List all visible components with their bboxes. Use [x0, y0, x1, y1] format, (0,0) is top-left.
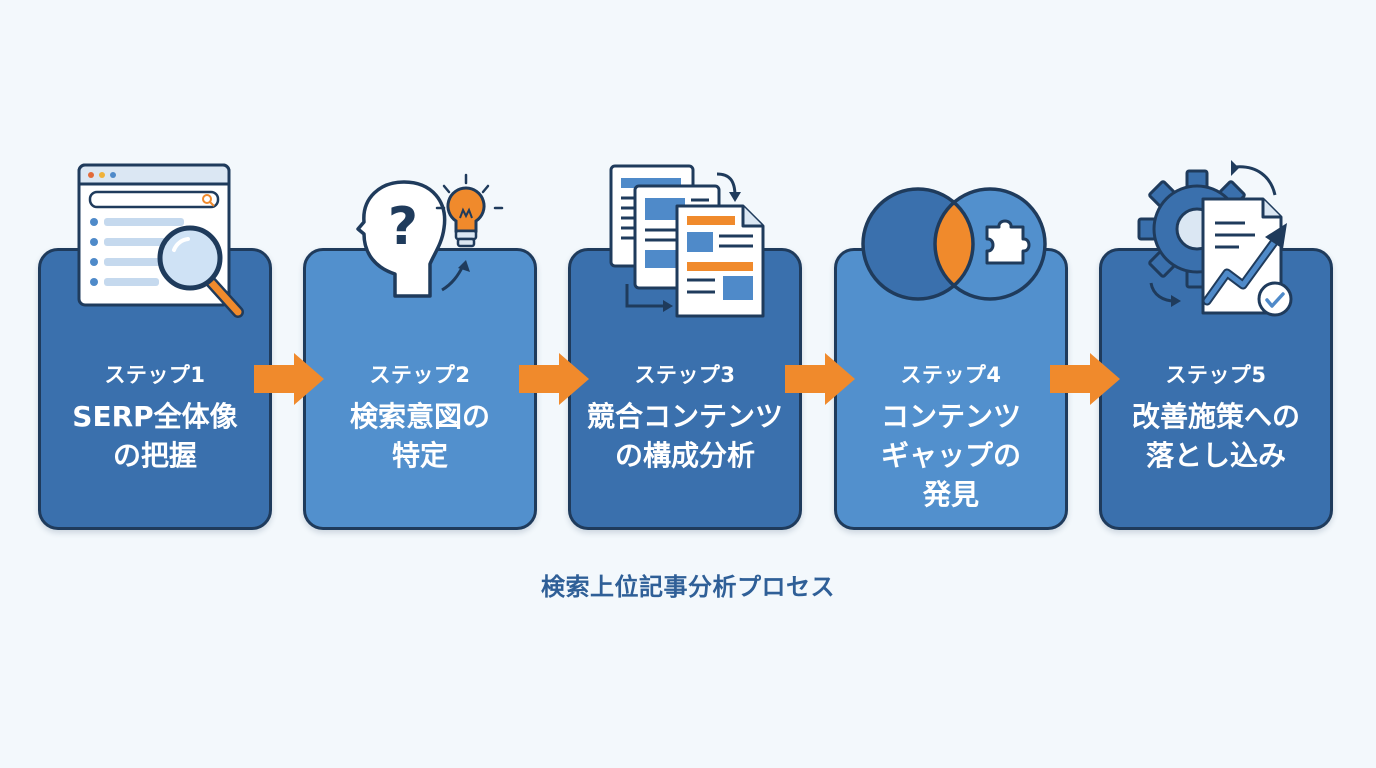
svg-text:?: ? [388, 197, 418, 257]
step-title: 検索意図の 特定 [349, 400, 490, 472]
step-title: 競合コンテンツ の構成分析 [586, 400, 783, 472]
venn-puzzle-icon [861, 187, 1047, 301]
arrow-right-icon [785, 353, 855, 405]
diagram-caption: 検索上位記事分析プロセス [541, 573, 835, 601]
step-label: ステップ1 [104, 363, 206, 387]
step-title: 改善施策への 落とし込み [1131, 400, 1300, 472]
arrow-right-icon [1050, 353, 1120, 405]
arrow-right-icon [254, 353, 324, 405]
step-title: SERP全体像 の把握 [72, 400, 238, 472]
arrow-right-icon [519, 353, 589, 405]
step-label: ステップ3 [634, 363, 736, 387]
gear-document-chart-icon [1137, 160, 1293, 317]
step-card-4: ステップ4 コンテンツ ギャップの 発見 [834, 248, 1068, 530]
step-label: ステップ5 [1165, 363, 1267, 387]
head-question-lightbulb-icon: ? [356, 173, 504, 298]
step-title: コンテンツ ギャップの 発見 [880, 400, 1021, 511]
browser-magnifier-icon [77, 163, 244, 318]
documents-compare-icon [609, 164, 765, 318]
step-label: ステップ2 [369, 363, 471, 387]
step-label: ステップ4 [900, 363, 1002, 387]
